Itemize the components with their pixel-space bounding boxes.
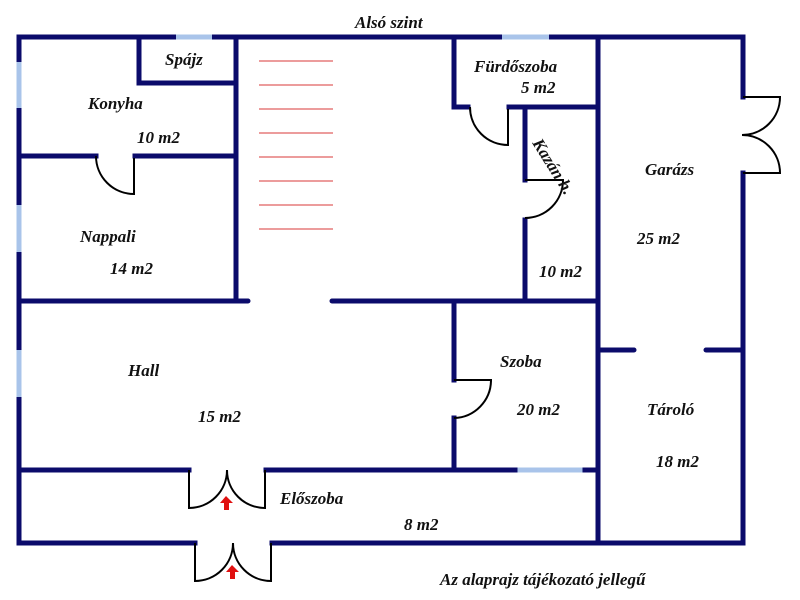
room-name-tarolo: Tároló: [647, 400, 694, 419]
floor-title: Alsó szint: [354, 13, 424, 32]
room-area-tarolo: 18 m2: [656, 452, 699, 471]
room-name-garazs: Garázs: [645, 160, 695, 179]
room-name-nappali: Nappali: [79, 227, 136, 246]
room-area-kazan: 10 m2: [539, 262, 582, 281]
room-area-furdoszoba: 5 m2: [521, 78, 556, 97]
room-labels: Spájz Konyha 10 m2 Nappali 14 m2 Fürdősz…: [79, 50, 699, 534]
door-szoba: [453, 379, 493, 419]
doors: [95, 96, 782, 583]
entry-arrows: [220, 496, 239, 579]
room-area-hall: 15 m2: [198, 407, 241, 426]
windows: [16, 34, 585, 473]
outer-walls: [16, 34, 746, 546]
room-name-szoba: Szoba: [500, 352, 542, 371]
room-area-eloszoba: 8 m2: [404, 515, 439, 534]
room-name-kazan: Kazán h.: [528, 134, 578, 198]
door-eloszoba-inner: [188, 469, 266, 510]
room-name-spajz: Spájz: [165, 50, 203, 69]
door-garazs: [741, 96, 782, 174]
room-area-konyha: 10 m2: [137, 128, 180, 147]
room-name-eloszoba: Előszoba: [279, 489, 344, 508]
door-kazan: [524, 179, 565, 219]
room-area-nappali: 14 m2: [110, 259, 153, 278]
door-konyha: [95, 155, 135, 196]
door-furdoszoba: [469, 106, 509, 147]
staircase: [259, 60, 333, 230]
interior-walls: [16, 34, 746, 546]
room-name-hall: Hall: [127, 361, 159, 380]
room-name-konyha: Konyha: [87, 94, 143, 113]
room-area-garazs: 25 m2: [636, 229, 680, 248]
room-name-furdoszoba: Fürdőszoba: [473, 57, 558, 76]
entry-arrow-icon: [220, 496, 233, 510]
entry-arrow-icon: [226, 565, 239, 579]
room-area-szoba: 20 m2: [516, 400, 560, 419]
door-main-entrance: [194, 542, 272, 583]
disclaimer-note: Az alaprajz tájékozató jellegű: [439, 570, 646, 589]
